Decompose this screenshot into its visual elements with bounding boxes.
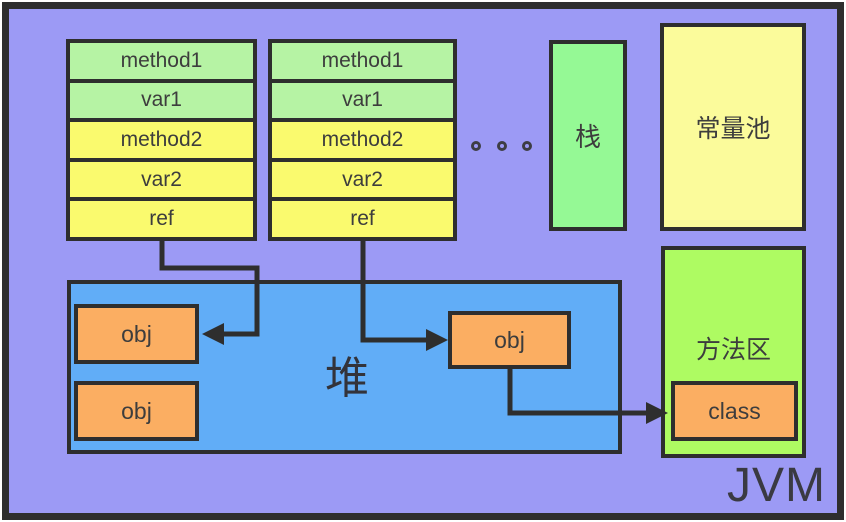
stack-frame-1: method1 var1 method2 var2 ref xyxy=(66,39,257,241)
method-area-region: 方法区 class xyxy=(661,246,806,458)
frame-row-method1: method1 xyxy=(70,43,253,83)
constant-pool-label: 常量池 xyxy=(695,115,771,143)
object-label: obj xyxy=(121,397,152,424)
heap-object-1: obj xyxy=(74,304,199,364)
jvm-title: JVM xyxy=(727,459,826,512)
dot-icon xyxy=(522,141,532,151)
object-label: obj xyxy=(121,320,152,347)
heap-object-3: obj xyxy=(448,311,571,369)
frame-row-method1: method1 xyxy=(272,43,453,83)
stack-region: 栈 xyxy=(549,40,627,231)
heap-label: 堆 xyxy=(325,354,369,403)
frame-row-var2: var2 xyxy=(70,161,253,202)
frame-row-ref: ref xyxy=(70,201,253,237)
heap-object-2: obj xyxy=(74,381,199,441)
frame-row-var2: var2 xyxy=(272,161,453,202)
object-label: obj xyxy=(494,326,525,353)
class-box: class xyxy=(671,381,798,441)
frame-row-var1: var1 xyxy=(70,82,253,123)
frame-row-method2: method2 xyxy=(70,122,253,162)
dot-icon xyxy=(497,141,507,151)
frame-row-var1: var1 xyxy=(272,82,453,123)
frame-row-ref: ref xyxy=(272,201,453,237)
stack-label: 栈 xyxy=(574,122,601,152)
method-area-label: 方法区 xyxy=(695,336,771,364)
frame-row-method2: method2 xyxy=(272,122,453,162)
stack-frame-2: method1 var1 method2 var2 ref xyxy=(268,39,457,241)
heap-region: 堆 obj obj obj xyxy=(67,280,622,454)
class-label: class xyxy=(708,397,761,424)
constant-pool-region: 常量池 xyxy=(660,23,806,231)
dot-icon xyxy=(471,141,481,151)
